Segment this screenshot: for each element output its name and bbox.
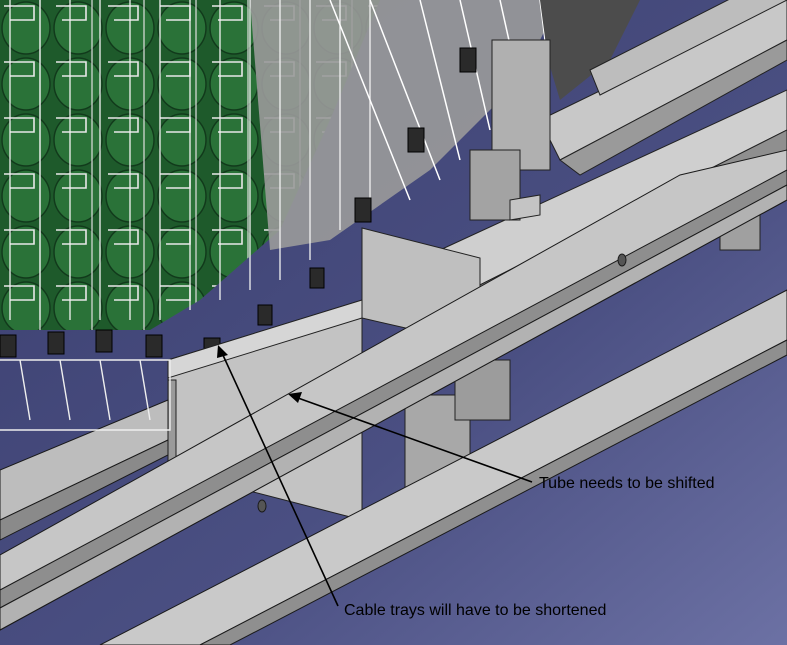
bottom-wire-tray [0,359,171,431]
arrowhead-tube [288,392,302,403]
lower-beam [99,289,787,645]
main-tube [0,149,787,631]
back-panel [540,0,640,100]
leader-lines [221,352,533,607]
arrowhead-trays [217,345,228,358]
cable-tray-array [0,0,560,330]
annotation-trays-shorten: Cable trays will have to be shortened [344,602,607,619]
annotation-tube-shift: Tube needs to be shifted [539,475,715,492]
